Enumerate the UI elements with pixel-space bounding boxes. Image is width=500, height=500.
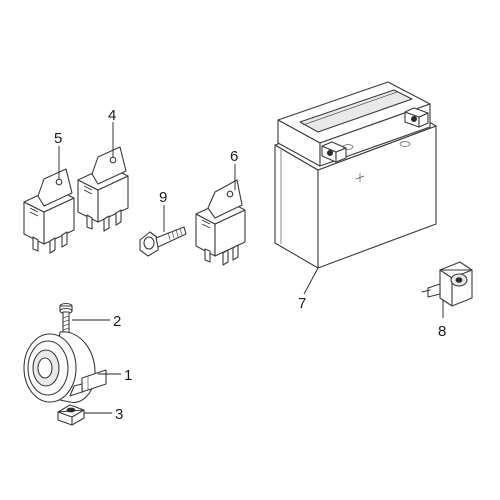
- callout-8: 8: [438, 323, 446, 340]
- leader-7: [303, 267, 319, 295]
- nut-part-3: [57, 404, 85, 426]
- bolt-part-9: [139, 226, 187, 257]
- callout-1: 1: [124, 367, 132, 384]
- relay-part-5: [23, 168, 75, 254]
- battery-part-7: [274, 81, 437, 269]
- callout-7: 7: [298, 295, 306, 312]
- clamp-part-8: [421, 261, 473, 307]
- screw-part-2: [59, 302, 73, 335]
- leader-lines: [58, 122, 444, 414]
- callout-4: 4: [108, 107, 116, 124]
- callout-3: 3: [115, 406, 123, 423]
- relay-part-4: [77, 146, 129, 232]
- horn-part-1: [23, 331, 107, 404]
- callout-6: 6: [230, 148, 238, 165]
- callout-labels: 1 2 3 4 5 6 7 8 9: [54, 107, 446, 423]
- callout-2: 2: [113, 313, 121, 330]
- relay-part-6: [195, 179, 246, 266]
- callout-5: 5: [54, 130, 62, 147]
- callout-9: 9: [159, 189, 167, 206]
